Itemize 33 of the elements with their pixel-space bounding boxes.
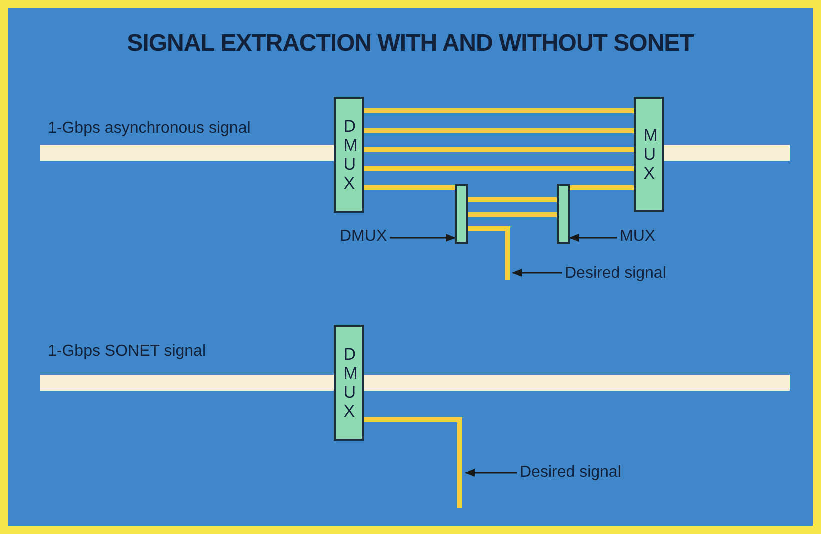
- signal-line: [468, 212, 557, 218]
- signal-band: [664, 145, 790, 161]
- leader-arrow: [465, 469, 517, 477]
- box-label: DMUX: [344, 117, 354, 193]
- multiplexer-box: [334, 97, 364, 213]
- signal-line: [468, 198, 557, 202]
- multiplexer-box: [334, 325, 364, 441]
- signal-line: [364, 166, 634, 172]
- multiplexer-bar: [557, 184, 570, 244]
- signal-line: [364, 128, 634, 134]
- callout-text: DMUX: [340, 228, 388, 246]
- signal-label: 1-Gbps asynchronous signal: [48, 120, 251, 138]
- signal-band: [40, 375, 334, 391]
- callout-text: MUX: [620, 228, 656, 246]
- signal-label: 1-Gbps SONET signal: [48, 343, 206, 361]
- title: SIGNAL EXTRACTION WITH AND WITHOUT SONET: [126, 30, 695, 58]
- leader-arrow: [512, 269, 562, 277]
- signal-band: [40, 145, 334, 161]
- signal-band: [364, 375, 790, 391]
- leader-arrow: [390, 234, 456, 242]
- callout-text: Desired signal: [520, 464, 622, 482]
- box-label: DMUX: [344, 345, 354, 421]
- leader-arrow: [569, 234, 617, 242]
- box-label: MUX: [644, 126, 654, 183]
- signal-line: [364, 186, 455, 190]
- signal-line: [570, 186, 634, 190]
- signal-line: [364, 418, 462, 508]
- signal-line: [364, 148, 634, 152]
- callout-text: Desired signal: [565, 265, 666, 283]
- signal-line: [468, 226, 510, 280]
- multiplexer-box: [634, 97, 664, 212]
- signal-line: [364, 108, 634, 114]
- multiplexer-bar: [455, 184, 468, 244]
